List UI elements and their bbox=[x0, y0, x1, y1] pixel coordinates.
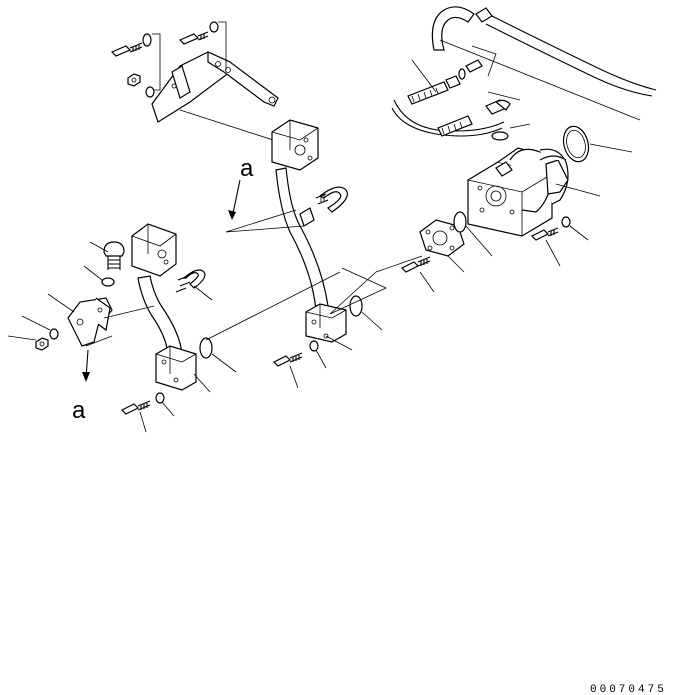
hydraulic-tube-upper bbox=[271, 119, 347, 343]
u-bolt-upper bbox=[315, 186, 348, 213]
washer-lower-bracket bbox=[83, 265, 115, 287]
split-flange bbox=[419, 219, 465, 273]
washer-upper-left bbox=[142, 33, 152, 47]
washer-upper-right bbox=[209, 21, 219, 33]
bolt-lower-mid bbox=[272, 340, 327, 389]
pump-bolt bbox=[530, 216, 589, 267]
bolt-lower-bracket bbox=[89, 241, 125, 270]
o-ring-lower-left bbox=[199, 337, 237, 373]
bolt-upper-right bbox=[178, 31, 209, 45]
o-ring-large bbox=[562, 125, 633, 163]
u-bolt-lower bbox=[175, 269, 213, 301]
view-label-a-lower: a bbox=[72, 397, 86, 424]
mounting-bracket bbox=[151, 51, 279, 123]
upper-bracket-assembly bbox=[110, 21, 299, 149]
o-ring-mid bbox=[453, 211, 493, 257]
lower-bracket-assembly bbox=[7, 241, 155, 351]
nut-lower-bracket bbox=[7, 315, 59, 351]
bolt-lower-left bbox=[120, 392, 175, 433]
nut-upper bbox=[127, 73, 141, 87]
hydraulic-tube-lower bbox=[131, 223, 211, 393]
view-callout-a-lower: a bbox=[72, 335, 113, 424]
flange-bolt bbox=[400, 256, 435, 293]
drawing-number: 00070475 bbox=[590, 684, 667, 695]
washer-upper-small bbox=[145, 86, 155, 98]
bolt-upper-left bbox=[110, 42, 143, 57]
hose-assembly-top bbox=[391, 6, 657, 141]
hydraulic-pump bbox=[467, 147, 569, 237]
view-callout-a-upper: a bbox=[225, 155, 305, 233]
o-ring-lower-right bbox=[349, 295, 383, 331]
lower-bracket bbox=[47, 293, 155, 347]
view-label-a-upper: a bbox=[240, 155, 254, 182]
